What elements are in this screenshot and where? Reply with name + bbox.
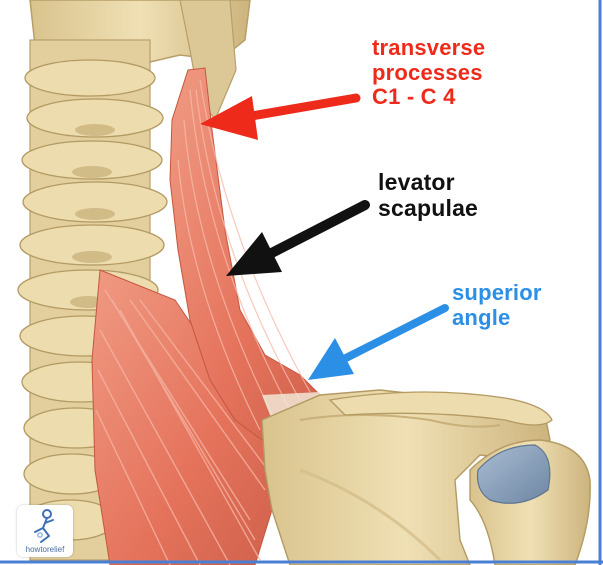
label-transverse-line-3: C1 - C 4 [372, 84, 456, 110]
arrow-levator [226, 200, 370, 276]
clavicle-bone [328, 391, 553, 426]
logo-text: howtorelief [25, 545, 65, 554]
back-muscle-sheet [91, 269, 276, 565]
label-transverse-line-1: transverse [372, 35, 486, 60]
label-superior-line-2: angle [452, 304, 511, 330]
label-levator-line-2: scapulae [378, 194, 479, 221]
spine-column [17, 39, 168, 561]
label-levator-line-1: levator [378, 169, 455, 195]
label-transverse-line-2: processes [372, 59, 483, 85]
label-levator-scapulae: levator scapulae [378, 169, 479, 222]
label-superior-angle: superior angle [452, 280, 542, 330]
label-superior-line-1: superior [452, 280, 542, 305]
arrow-transverse [200, 93, 361, 140]
arrow-superior [308, 304, 449, 380]
howtorelief-logo: howtorelief [17, 505, 73, 557]
humerus-bone [469, 439, 591, 565]
label-transverse-processes: transverse processes C1 - C 4 [372, 35, 486, 110]
stick-figure-icon [34, 509, 54, 543]
